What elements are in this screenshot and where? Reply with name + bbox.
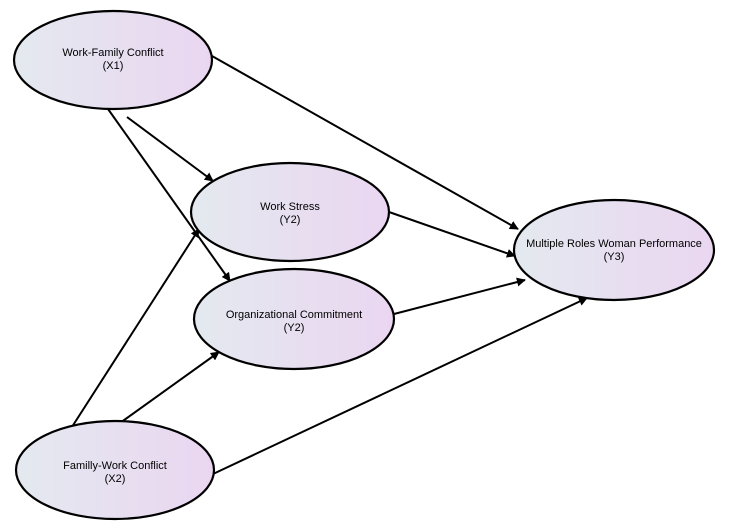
- node-code: (Y3): [604, 251, 625, 263]
- node-ellipse: [512, 198, 716, 302]
- node-code: (X2): [105, 473, 126, 485]
- node-code: (Y2): [280, 214, 301, 226]
- node-code: (X1): [103, 60, 124, 72]
- arrow-work-stress-to-y3: [388, 211, 516, 258]
- node-title: Work-Family Conflict: [62, 47, 163, 59]
- node-multiple-roles-woman-performance[interactable]: Multiple Roles Woman Performance (Y3): [512, 198, 716, 302]
- arrow-x2-to-y3: [212, 297, 588, 475]
- arrow-x2-to-work-stress: [69, 228, 200, 431]
- node-work-family-conflict[interactable]: Work-Family Conflict (X1): [12, 9, 214, 111]
- edges: [69, 55, 588, 475]
- arrow-x2-to-organizational-commitment: [119, 351, 220, 424]
- node-ellipse: [189, 161, 391, 263]
- node-code: (Y2): [284, 322, 305, 334]
- node-title: Multiple Roles Woman Performance: [526, 238, 702, 250]
- arrow-organizational-commitment-to-y3: [393, 277, 526, 315]
- arrow-x1-to-y3: [211, 55, 519, 230]
- node-ellipse: [14, 419, 216, 521]
- node-familly-work-conflict[interactable]: Familly-Work Conflict (X2): [14, 419, 216, 521]
- arrow-x1-to-organizational-commitment: [107, 108, 231, 282]
- node-title: Work Stress: [260, 201, 320, 213]
- node-title: Familly-Work Conflict: [63, 460, 167, 472]
- node-ellipse: [12, 9, 214, 111]
- node-work-stress[interactable]: Work Stress (Y2): [189, 161, 391, 263]
- node-title: Organizational Commitment: [226, 309, 362, 321]
- node-organizational-commitment[interactable]: Organizational Commitment (Y2): [192, 267, 396, 371]
- arrow-x1-to-work-stress: [126, 116, 214, 182]
- node-ellipse: [192, 267, 396, 371]
